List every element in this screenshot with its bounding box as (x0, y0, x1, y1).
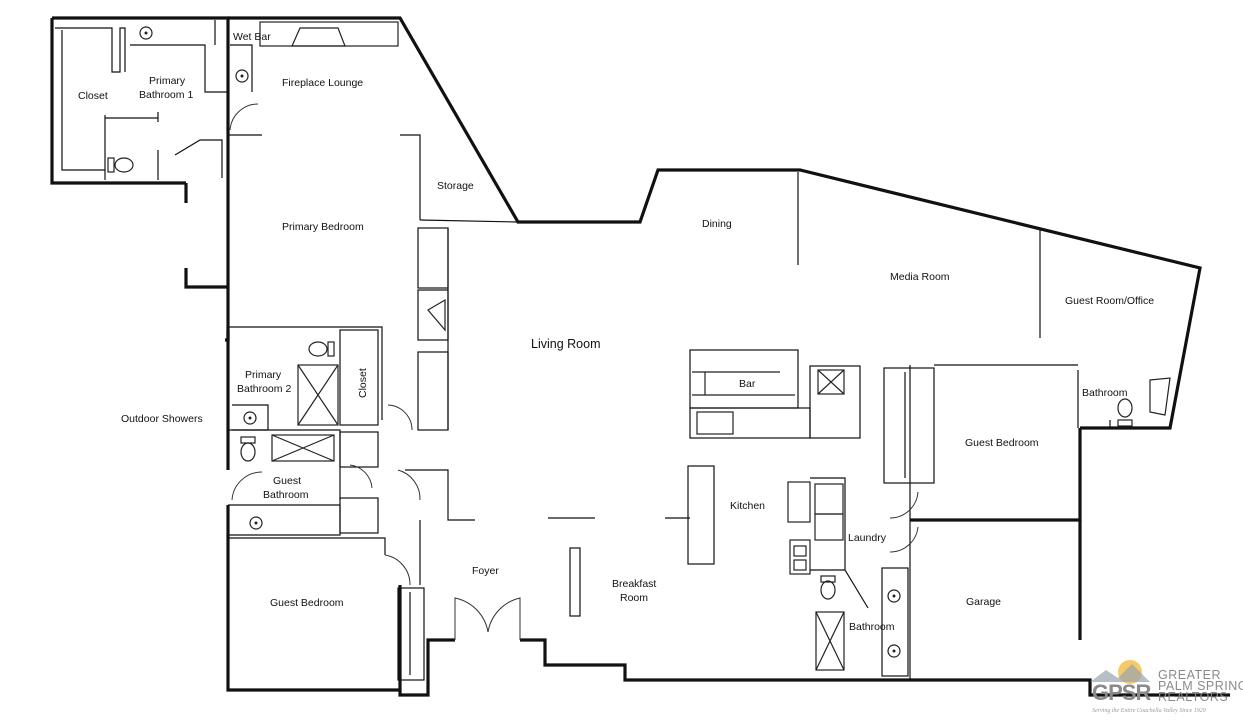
label-bathroom-east: Bathroom (1082, 387, 1128, 399)
logo-line3: REALTORS (1158, 690, 1228, 704)
label-kitchen: Kitchen (730, 500, 765, 512)
label-primary-bedroom: Primary Bedroom (282, 221, 364, 233)
label-closet-nw: Closet (78, 90, 108, 102)
label-primary-bath2-l2: Bathroom 2 (237, 383, 291, 395)
label-closet-vertical: Closet (357, 368, 369, 398)
label-wet-bar: Wet Bar (233, 31, 271, 43)
doors (229, 103, 919, 640)
label-bathroom-south: Bathroom (849, 621, 895, 633)
label-guest-bath-l1: Guest (273, 475, 301, 487)
label-storage: Storage (437, 180, 474, 192)
label-garage: Garage (966, 596, 1001, 608)
label-bar: Bar (739, 378, 756, 390)
label-outdoor-showers: Outdoor Showers (121, 413, 203, 425)
label-dining: Dining (702, 218, 732, 230)
label-guest-bath-l2: Bathroom (263, 489, 309, 501)
gpsr-logo: GPSR GREATER PALM SPRINGS REALTORS Servi… (1090, 660, 1243, 714)
label-guest-room-office: Guest Room/Office (1065, 295, 1154, 307)
label-living-room: Living Room (531, 337, 600, 351)
label-laundry: Laundry (848, 532, 887, 544)
logo-line2: PALM SPRINGS (1158, 679, 1243, 693)
label-guest-bedroom-west: Guest Bedroom (270, 597, 344, 609)
label-media-room: Media Room (890, 271, 950, 283)
label-primary-bath1-l1: Primary (149, 75, 186, 87)
logo-tagline: Serving the Entire Coachella Valley Sinc… (1092, 708, 1206, 714)
exterior-walls (50, 16, 1230, 697)
room-labels: Wet Bar Closet Primary Bathroom 1 Firepl… (78, 31, 1154, 633)
label-breakfast-l2: Room (620, 592, 648, 604)
fixtures (107, 26, 1133, 658)
logo-mark: GPSR (1092, 680, 1151, 705)
logo-line1: GREATER (1158, 668, 1221, 682)
label-foyer: Foyer (472, 565, 499, 577)
label-primary-bath2-l1: Primary (245, 369, 282, 381)
label-primary-bath1-l2: Bathroom 1 (139, 89, 193, 101)
label-guest-bedroom-east: Guest Bedroom (965, 437, 1039, 449)
label-fireplace-lounge: Fireplace Lounge (282, 77, 363, 89)
label-breakfast-l1: Breakfast (612, 578, 656, 590)
interior-walls (55, 20, 1171, 681)
